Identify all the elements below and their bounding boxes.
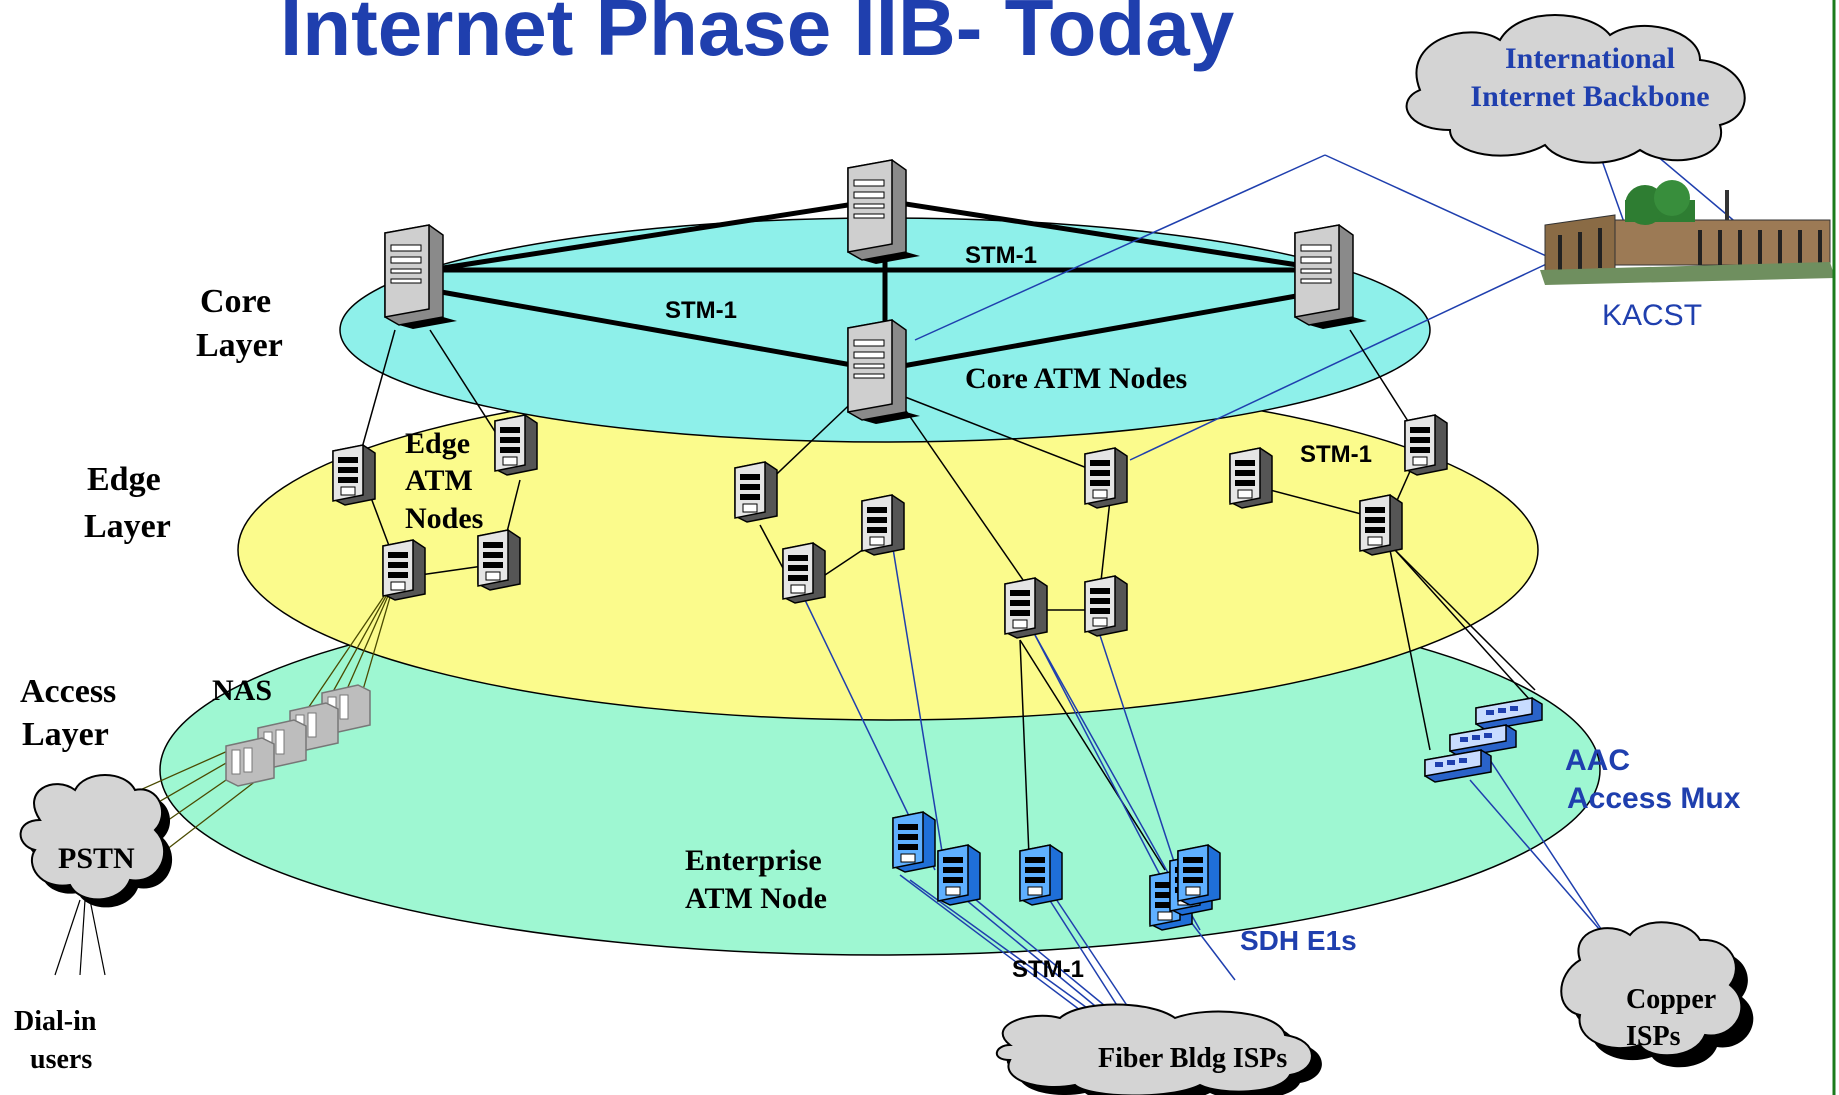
stm1-label: STM-1: [1012, 956, 1084, 983]
access-layer-label: Access Layer: [20, 673, 116, 753]
core-atm-nodes-label: Core ATM Nodes: [965, 362, 1187, 395]
kacst-links: [914, 149, 1746, 461]
edge-atm-nodes-label: Edge ATM Nodes: [405, 427, 483, 535]
svg-text:Edge: Edge: [405, 427, 470, 460]
edge-atm-node: [494, 414, 538, 476]
svg-text:AAC: AAC: [1565, 744, 1630, 777]
svg-text:Internet Backbone: Internet Backbone: [1470, 80, 1709, 113]
nas-label: NAS: [212, 674, 272, 707]
svg-text:ISPs: ISPs: [1626, 1021, 1681, 1052]
stm1-label: STM-1: [665, 297, 737, 324]
enterprise-atm-node: [937, 844, 981, 906]
sdh-e1s-label: SDH E1s: [1240, 925, 1357, 956]
edge-atm-node: [734, 461, 778, 523]
edge-atm-node: [1404, 414, 1448, 476]
svg-text:Enterprise: Enterprise: [685, 844, 822, 877]
edge-atm-node: [382, 539, 426, 601]
core-links: [429, 197, 1331, 373]
edge-atm-node: [1084, 447, 1128, 509]
kacst-building: [1540, 180, 1835, 285]
svg-text:Layer: Layer: [84, 508, 171, 545]
edge-atm-node: [1359, 494, 1403, 556]
page-title: Internet Phase IIB- Today: [280, 0, 1235, 72]
edge-atm-node: [1004, 577, 1048, 639]
edge-atm-node: [861, 494, 905, 556]
svg-text:International: International: [1505, 42, 1675, 75]
svg-text:Copper: Copper: [1626, 984, 1716, 1015]
edge-atm-node: [477, 529, 521, 591]
edge-atm-node: [332, 444, 376, 506]
pstn-cloud: [19, 774, 173, 908]
svg-text:Layer: Layer: [22, 716, 109, 753]
svg-text:Nodes: Nodes: [405, 502, 483, 535]
fiber-isps-label: Fiber Bldg ISPs: [1098, 1043, 1287, 1074]
enterprise-atm-node: [1019, 844, 1063, 906]
intl-backbone-label: International Internet Backbone: [1470, 42, 1709, 113]
copper-isps-cloud: [1560, 921, 1754, 1068]
edge-layer-label: Edge Layer: [84, 461, 171, 545]
aac-label: AAC Access Mux: [1565, 744, 1741, 815]
fiber-isps-cloud: [995, 1003, 1322, 1095]
kacst-label: KACST: [1602, 299, 1702, 332]
enterprise-atm-node: [892, 811, 936, 873]
svg-text:users: users: [30, 1044, 92, 1075]
svg-text:ATM Node: ATM Node: [685, 882, 827, 915]
stm1-label: STM-1: [1300, 441, 1372, 468]
svg-text:Access Mux: Access Mux: [1567, 782, 1741, 815]
dialin-lines: [54, 899, 106, 976]
svg-text:Core: Core: [200, 283, 271, 320]
edge-atm-node: [1084, 575, 1128, 637]
pstn-label: PSTN: [58, 842, 135, 875]
svg-text:Edge: Edge: [87, 461, 161, 498]
edge-atm-node: [782, 542, 826, 604]
svg-text:Dial-in: Dial-in: [14, 1006, 97, 1037]
svg-text:Layer: Layer: [196, 327, 283, 364]
enterprise-atm-label: Enterprise ATM Node: [685, 844, 827, 915]
intl-backbone-cloud: [1405, 14, 1746, 164]
svg-text:ATM: ATM: [405, 464, 473, 497]
stm1-label: STM-1: [965, 242, 1037, 269]
copper-isps-label: Copper ISPs: [1626, 984, 1716, 1052]
edge-atm-node: [1229, 447, 1273, 509]
core-layer-label: Core Layer: [196, 283, 283, 364]
svg-text:Access: Access: [20, 673, 116, 710]
dialin-label: Dial-in users: [14, 1006, 97, 1075]
